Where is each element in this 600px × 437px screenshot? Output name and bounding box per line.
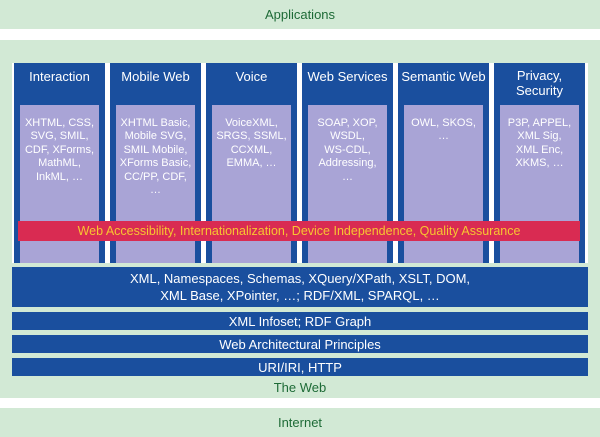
applications-label: Applications [264, 7, 336, 22]
column-title: Privacy, Security [516, 68, 563, 98]
internet-label: Internet [277, 415, 323, 430]
the-web-label: The Web [273, 380, 327, 395]
column-items: P3P, APPEL, XML Sig, XML Enc, XKMS, … [507, 117, 572, 170]
internet-band: Internet [0, 408, 600, 437]
architecture-layer: Web Architectural Principles [12, 335, 588, 353]
infoset-layer-label: XML Infoset; RDF Graph [228, 313, 372, 329]
column-title: Web Services [307, 69, 388, 84]
column-items: SOAP, XOP, WSDL, WS-CDL, Addressing, … [317, 117, 378, 183]
column-title: Interaction [29, 69, 90, 84]
column-items: VoiceXML, SRGS, SSML, CCXML, EMMA, … [216, 117, 287, 170]
xml-layer: XML, Namespaces, Schemas, XQuery/XPath, … [12, 267, 588, 307]
applications-band: Applications [0, 0, 600, 29]
infoset-layer: XML Infoset; RDF Graph [12, 312, 588, 330]
column-title: Mobile Web [121, 69, 190, 84]
horizontal-concerns-label: Web Accessibility, Internationalization,… [77, 224, 521, 238]
uri-http-layer-label: URI/IRI, HTTP [258, 359, 342, 375]
column-items: XHTML, CSS, SVG, SMIL, CDF, XForms, Math… [24, 117, 95, 183]
column-title: Voice [235, 69, 268, 84]
horizontal-concerns-bar: Web Accessibility, Internationalization,… [18, 221, 580, 241]
column-items: OWL, SKOS, … [411, 117, 476, 143]
uri-http-layer: URI/IRI, HTTP [12, 358, 588, 376]
architecture-layer-label: Web Architectural Principles [219, 336, 381, 352]
column-title: Semantic Web [401, 69, 486, 84]
xml-layer-label: XML, Namespaces, Schemas, XQuery/XPath, … [129, 271, 471, 303]
column-items: XHTML Basic, Mobile SVG, SMIL Mobile, XF… [119, 117, 192, 197]
